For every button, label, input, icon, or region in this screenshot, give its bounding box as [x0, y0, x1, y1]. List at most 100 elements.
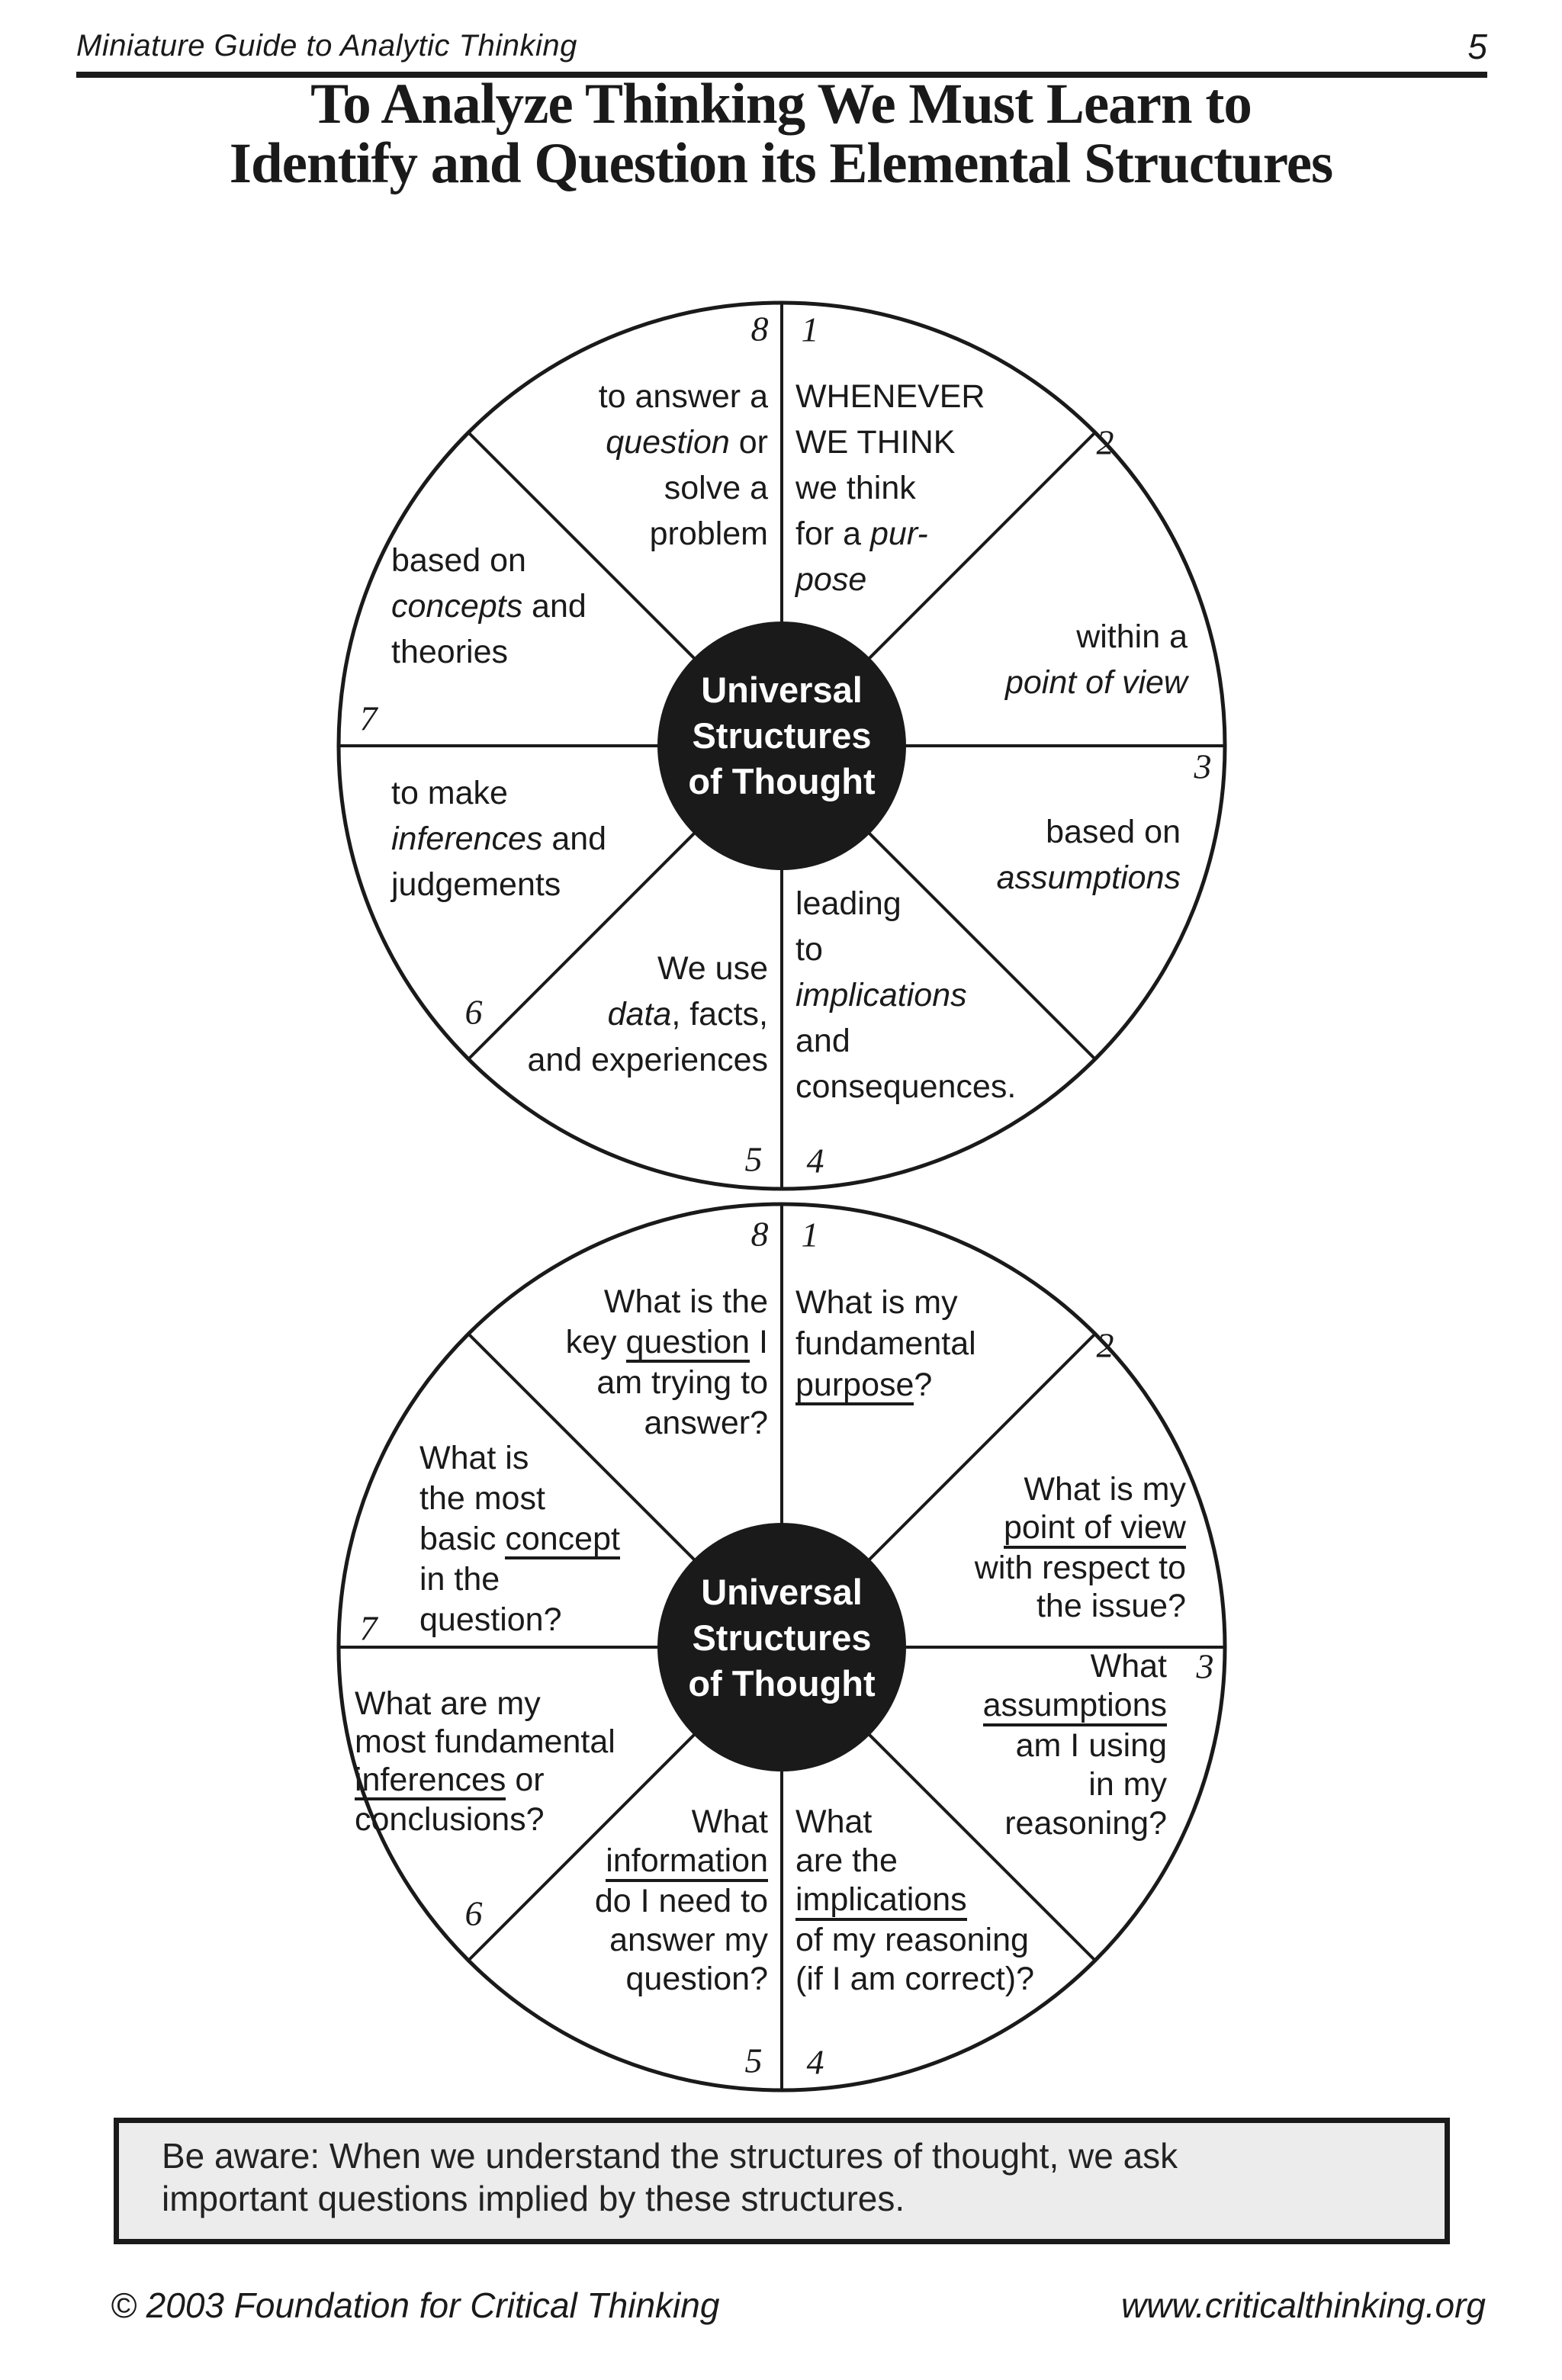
segment-line: and — [795, 1023, 850, 1059]
underlined-term: purpose — [795, 1369, 914, 1405]
italic-term: question — [606, 424, 730, 461]
segment-line: WE THINK — [795, 424, 956, 461]
segment-line: What is — [419, 1440, 529, 1476]
wheel2-diagram — [336, 1202, 1227, 2093]
underlined-term: information — [606, 1843, 768, 1883]
segment-line: in the — [419, 1561, 500, 1598]
segment-line: are the — [795, 1842, 898, 1879]
italic-term: assumptions — [996, 859, 1181, 896]
wheel1-number-5: 5 — [744, 1139, 763, 1179]
segment-line: consequences. — [795, 1068, 1017, 1105]
underlined-term: assumptions — [982, 1688, 1167, 1727]
segment-line: to — [795, 931, 823, 968]
segment-line: What is my — [1024, 1471, 1186, 1508]
segment-line: fundamental — [795, 1325, 976, 1362]
segment-line: answer my — [609, 1922, 768, 1959]
segment-line: What — [795, 1803, 873, 1840]
wheel1-segment-3: based on assumptions — [877, 809, 1181, 901]
wheel2-hub-circle — [657, 1523, 906, 1771]
segment-line: conclusions? — [355, 1801, 545, 1838]
wheel1-number-3: 3 — [1194, 747, 1212, 786]
hub-label-line: Universal — [701, 1572, 863, 1612]
segment-line: What — [691, 1803, 768, 1840]
wheel2-hub-label: Universal Structures of Thought — [629, 1569, 934, 1707]
footer-copyright: © 2003 Foundation for Critical Thinking — [111, 2285, 720, 2325]
segment-line: question or — [606, 424, 768, 461]
segment-line: based on — [391, 542, 526, 579]
segment-line: concepts and — [391, 588, 587, 625]
wheel2-segment-1: What is my fundamental purpose? — [795, 1282, 976, 1405]
segment-line: to make — [391, 775, 508, 811]
wheel1-number-4: 4 — [806, 1141, 824, 1180]
segment-line: problem — [649, 516, 768, 552]
note-box — [114, 2118, 1450, 2244]
segment-line: key question I — [427, 1322, 768, 1363]
wheel2-number-5: 5 — [744, 2041, 763, 2080]
wheel2-number-3: 3 — [1196, 1646, 1214, 1686]
segment-line: the issue? — [1036, 1588, 1186, 1625]
segment-line: do I need to — [594, 1883, 768, 1920]
underlined-term: inferences — [355, 1764, 506, 1800]
wheel1-hub-circle — [657, 621, 906, 870]
segment-line: to answer a — [598, 378, 768, 415]
wheel1-number-8: 8 — [750, 309, 769, 348]
wheel1-segment-2: within a point of view — [877, 614, 1188, 705]
wheel2-segment-7: What is the most basic concept in the qu… — [419, 1438, 620, 1640]
hub-label-line: of Thought — [688, 1663, 876, 1704]
header-rule — [76, 72, 1487, 78]
underlined-term: point of view — [1003, 1510, 1186, 1550]
note-box-line1: Be aware: When we understand the structu… — [162, 2136, 1178, 2176]
booklet-title: Miniature Guide to Analytic Thinking — [76, 29, 577, 63]
wheel1-segment-7: based on concepts and theories — [391, 538, 587, 675]
page-title-line2: Identify and Question its Elemental Stru… — [229, 132, 1333, 195]
segment-line: theories — [391, 634, 508, 670]
italic-term: pose — [795, 561, 867, 598]
page-title-line1: To Analyze Thinking We Must Learn to — [310, 72, 1252, 136]
wheel1-hub-label: Universal Structures of Thought — [629, 667, 934, 805]
wheel1-number-7: 7 — [359, 699, 378, 738]
segment-line: within a — [1076, 618, 1188, 655]
segment-line: We use — [657, 950, 768, 987]
segment-line: question? — [419, 1601, 562, 1638]
wheel2-segment-5: What information do I need to answer my … — [427, 1803, 768, 1999]
wheel2-segment-8: What is the key question I am trying to … — [427, 1282, 768, 1444]
segment-line: What is my — [795, 1284, 958, 1321]
wheel2-number-7: 7 — [359, 1608, 378, 1648]
wheel2-number-8: 8 — [750, 1214, 769, 1254]
hub-label-line: Structures — [692, 1617, 872, 1658]
wheel1-segment-8: to answer a question or solve a problem — [458, 374, 768, 557]
italic-term: inferences — [391, 821, 543, 857]
footer-website: www.criticalthinking.org — [1120, 2285, 1486, 2325]
note-box-line2: important questions implied by these str… — [162, 2179, 905, 2218]
wheel2-segment-3: What assumptions am I using in my reason… — [839, 1647, 1167, 1843]
italic-term: implications — [795, 977, 967, 1013]
segment-line: we think — [795, 470, 916, 506]
wheel2-number-2: 2 — [1096, 1325, 1114, 1365]
segment-line: inferences and — [391, 821, 607, 857]
wheel1-segment-6: to make inferences and judgements — [391, 770, 606, 907]
segment-line: solve a — [664, 470, 768, 506]
segment-line: data, facts, — [607, 996, 768, 1033]
wheel1-segment-4: leading to implications and consequences… — [795, 881, 1016, 1110]
segment-line: judgements — [391, 866, 561, 903]
wheel1-number-2: 2 — [1096, 422, 1114, 462]
wheel2-segment-4: What are the implications of my reasonin… — [795, 1803, 1034, 1999]
wheel1-diagram — [336, 300, 1227, 1191]
wheel2-number-6: 6 — [464, 1893, 483, 1933]
hub-label-line: Structures — [692, 715, 872, 756]
segment-line: am trying to — [596, 1364, 768, 1401]
wheel1-number-6: 6 — [464, 992, 483, 1032]
segment-line: the most — [419, 1480, 545, 1517]
wheel2-segment-6: What are my most fundamental inferences … — [355, 1685, 615, 1839]
wheel2-number-4: 4 — [806, 2042, 824, 2082]
segment-line: and experiences — [527, 1042, 768, 1078]
segment-line: (if I am correct)? — [795, 1961, 1034, 1998]
italic-term: pur- — [870, 516, 928, 552]
segment-line: in my — [1088, 1766, 1167, 1803]
segment-line: most fundamental — [355, 1723, 615, 1760]
italic-term: point of view — [1004, 664, 1188, 701]
underlined-term: concept — [505, 1523, 620, 1559]
segment-line: What — [1090, 1648, 1167, 1685]
wheel2-number-1: 1 — [801, 1215, 819, 1254]
